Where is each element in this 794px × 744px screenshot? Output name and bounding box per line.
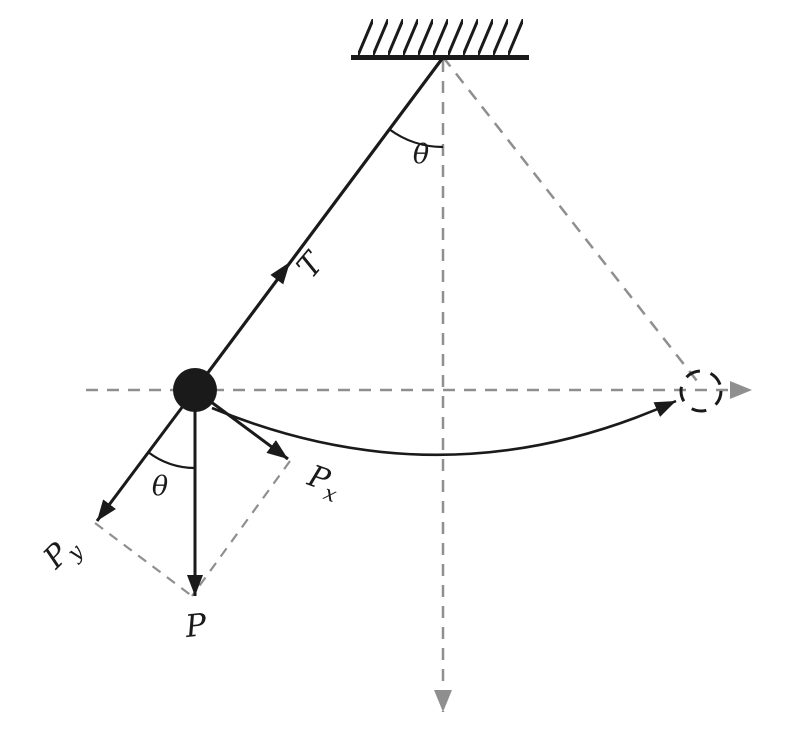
angle-label-top: θ bbox=[413, 139, 429, 170]
construction-line-from-px bbox=[191, 460, 291, 597]
tension-label: T bbox=[290, 244, 332, 285]
angle-label-bottom: θ bbox=[152, 471, 168, 502]
weight-y-component-vector bbox=[95, 389, 197, 522]
swing-extreme-string-dashed bbox=[442, 56, 698, 382]
swing-arc bbox=[211, 399, 677, 457]
angle-arc-top bbox=[388, 128, 444, 149]
weight-y-label: Py bbox=[36, 527, 88, 579]
swing-path bbox=[211, 369, 723, 457]
ghost-bob-dashed bbox=[679, 369, 723, 413]
construction-line-from-py bbox=[94, 522, 193, 597]
weight-label: P bbox=[183, 607, 210, 645]
weight-x-label: Px bbox=[301, 458, 346, 507]
ceiling-hatching bbox=[358, 19, 523, 56]
pendulum-bob bbox=[173, 368, 217, 412]
force-parallelogram bbox=[94, 460, 291, 597]
pendulum-rod bbox=[193, 56, 445, 391]
force-vectors bbox=[95, 388, 289, 596]
tension-arrowhead bbox=[270, 262, 290, 285]
angle-arc-bottom bbox=[147, 451, 196, 470]
swing-arc-arrowhead bbox=[653, 401, 676, 417]
pendulum-string bbox=[193, 56, 445, 391]
ceiling-mount bbox=[351, 19, 529, 60]
